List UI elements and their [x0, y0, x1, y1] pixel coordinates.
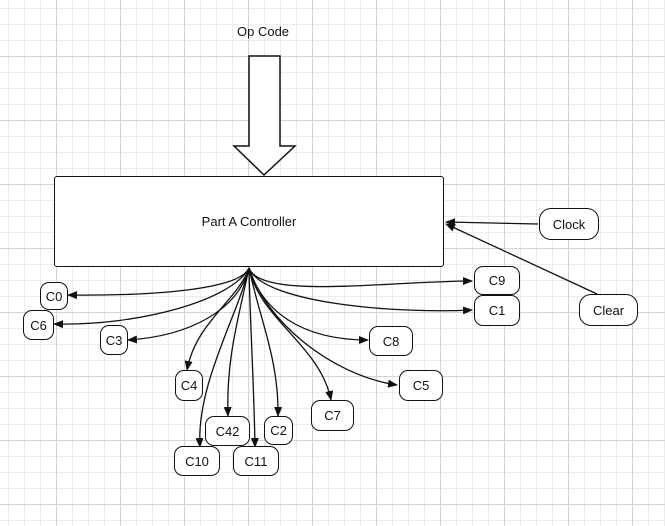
connector-c4 [184, 267, 250, 371]
output-node-c6[interactable]: C6 [23, 310, 54, 340]
connector-c11 [248, 267, 259, 448]
output-node-c10[interactable]: C10 [174, 446, 220, 476]
connector-c2 [248, 267, 283, 417]
output-node-c1[interactable]: C1 [474, 295, 520, 326]
connector-c8 [248, 267, 369, 344]
connector-c42 [223, 267, 250, 417]
output-label: C0 [45, 288, 63, 304]
output-node-c42[interactable]: C42 [205, 416, 250, 446]
clear-node[interactable]: Clear [579, 294, 638, 326]
clock-node[interactable]: Clock [539, 208, 599, 240]
connector-c10 [195, 267, 250, 448]
clock-arrow [445, 218, 539, 227]
output-node-c5[interactable]: C5 [399, 370, 443, 401]
output-node-c2[interactable]: C2 [264, 416, 293, 445]
output-label: C42 [215, 423, 240, 439]
output-node-c7[interactable]: C7 [311, 400, 354, 431]
output-label: C6 [30, 317, 47, 333]
clear-arrow [445, 223, 598, 295]
connector-c3 [127, 267, 250, 344]
output-label: C4 [180, 378, 198, 393]
output-node-c4[interactable]: C4 [175, 370, 203, 401]
connector-c7 [248, 267, 334, 401]
output-label: C2 [270, 423, 287, 438]
output-label: C5 [412, 378, 430, 393]
output-label: C1 [488, 303, 506, 318]
opcode-label: Op Code [237, 24, 290, 39]
clear-label: Clear [592, 302, 625, 318]
output-label: C9 [488, 273, 506, 288]
connector-c6 [53, 267, 250, 329]
opcode-arrow [232, 55, 297, 177]
controller-box[interactable]: Part A Controller [54, 176, 444, 267]
output-label: C7 [324, 408, 341, 423]
output-node-c0[interactable]: C0 [40, 282, 68, 310]
output-label: C3 [105, 332, 123, 348]
output-node-c11[interactable]: C11 [233, 446, 279, 476]
connector-c1 [248, 267, 473, 315]
clock-label: Clock [552, 216, 586, 232]
connector-c9 [248, 267, 473, 288]
output-label: C11 [244, 453, 268, 469]
output-node-c3[interactable]: C3 [100, 325, 128, 355]
output-label: C8 [382, 333, 400, 349]
output-node-c8[interactable]: C8 [369, 326, 413, 356]
output-label: C10 [185, 453, 209, 469]
connector-c0 [67, 267, 250, 300]
controller-label: Part A Controller [201, 214, 297, 229]
output-node-c9[interactable]: C9 [474, 266, 520, 295]
